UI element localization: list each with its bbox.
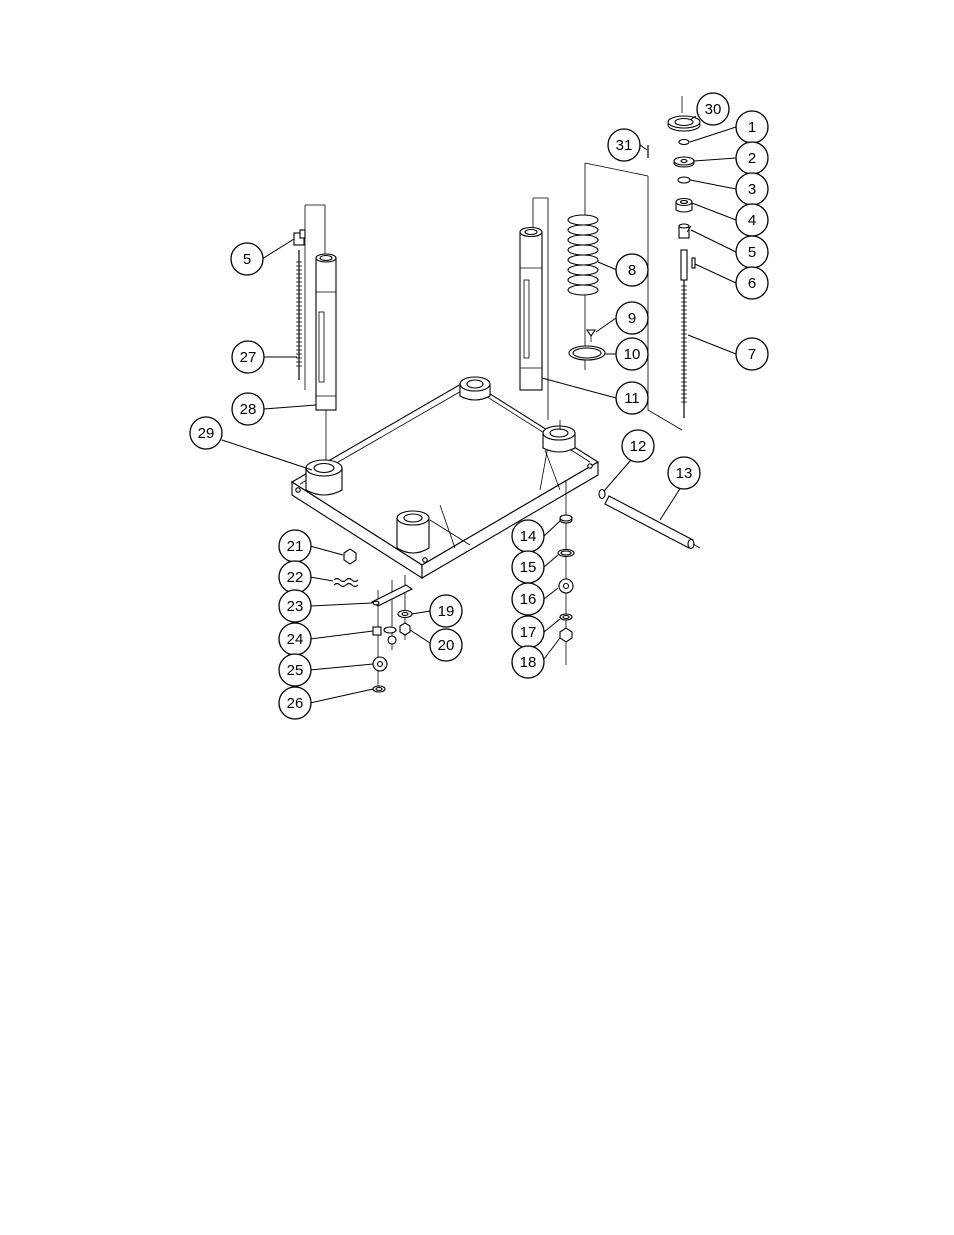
- callout-15: 15: [512, 551, 544, 583]
- svg-text:19: 19: [438, 603, 455, 620]
- boss-front-center: [397, 511, 429, 553]
- callout-21: 21: [279, 530, 311, 562]
- left-lower-stack: [334, 549, 412, 692]
- left-column-assembly: [294, 205, 336, 460]
- callout-23: 23: [279, 590, 311, 622]
- svg-text:4: 4: [748, 212, 756, 229]
- svg-text:24: 24: [287, 631, 304, 648]
- callout-10: 10: [616, 338, 648, 370]
- boss-rear-left: [460, 377, 490, 400]
- svg-text:20: 20: [438, 637, 455, 654]
- callout-4: 4: [736, 204, 768, 236]
- callout-26: 26: [279, 687, 311, 719]
- callout-18: 18: [512, 646, 544, 678]
- callout-13: 13: [668, 457, 700, 489]
- svg-text:29: 29: [198, 425, 215, 442]
- svg-text:13: 13: [676, 465, 693, 482]
- svg-text:21: 21: [287, 538, 304, 555]
- svg-text:27: 27: [240, 349, 257, 366]
- svg-text:5: 5: [748, 244, 756, 261]
- callout-8: 8: [616, 254, 648, 286]
- boss-rear-right: [543, 426, 575, 452]
- svg-text:14: 14: [520, 528, 537, 545]
- callout-31: 31: [608, 129, 640, 161]
- right-leadscrew-assembly: [648, 96, 700, 430]
- boss-front-left: [306, 460, 342, 495]
- callout-22: 22: [279, 561, 311, 593]
- svg-text:11: 11: [624, 390, 640, 407]
- callout-5-left: 5: [231, 243, 263, 275]
- callout-24: 24: [279, 623, 311, 655]
- svg-text:15: 15: [520, 559, 537, 576]
- callout-30: 30: [697, 93, 729, 125]
- svg-text:22: 22: [287, 569, 304, 586]
- callout-28: 28: [232, 393, 264, 425]
- svg-text:18: 18: [520, 654, 537, 671]
- svg-text:10: 10: [624, 346, 641, 363]
- svg-text:3: 3: [748, 181, 756, 198]
- leadscrew-thread-left: [296, 262, 302, 366]
- callout-12: 12: [622, 430, 654, 462]
- svg-text:7: 7: [748, 346, 756, 363]
- callout-5-right: 5: [736, 236, 768, 268]
- right-lower-stack: [558, 480, 574, 665]
- svg-text:6: 6: [748, 275, 756, 292]
- callout-20: 20: [430, 629, 462, 661]
- callout-9: 9: [616, 302, 648, 334]
- svg-text:31: 31: [616, 137, 633, 154]
- callout-7: 7: [736, 338, 768, 370]
- svg-text:25: 25: [287, 662, 304, 679]
- base-plate: [292, 377, 598, 578]
- svg-text:12: 12: [630, 438, 647, 455]
- cross-shaft: [599, 490, 700, 549]
- svg-text:1: 1: [748, 119, 756, 136]
- callout-27: 27: [232, 341, 264, 373]
- svg-text:5: 5: [243, 251, 251, 268]
- svg-text:2: 2: [748, 150, 756, 167]
- callout-17: 17: [512, 616, 544, 648]
- svg-text:23: 23: [287, 598, 304, 615]
- svg-text:30: 30: [705, 101, 722, 118]
- callout-6: 6: [736, 267, 768, 299]
- callout-19: 19: [430, 595, 462, 627]
- callout-25: 25: [279, 654, 311, 686]
- callout-11: 11: [616, 382, 648, 414]
- svg-text:8: 8: [628, 262, 636, 279]
- svg-text:26: 26: [287, 695, 304, 712]
- callout-14: 14: [512, 520, 544, 552]
- callout-16: 16: [512, 583, 544, 615]
- svg-text:17: 17: [520, 624, 537, 641]
- svg-text:16: 16: [520, 591, 537, 608]
- callout-3: 3: [736, 173, 768, 205]
- bellows-cover: [568, 215, 598, 295]
- svg-text:9: 9: [628, 310, 636, 327]
- svg-text:28: 28: [240, 401, 257, 418]
- callout-1: 1: [736, 111, 768, 143]
- callout-29: 29: [190, 417, 222, 449]
- callout-2: 2: [736, 142, 768, 174]
